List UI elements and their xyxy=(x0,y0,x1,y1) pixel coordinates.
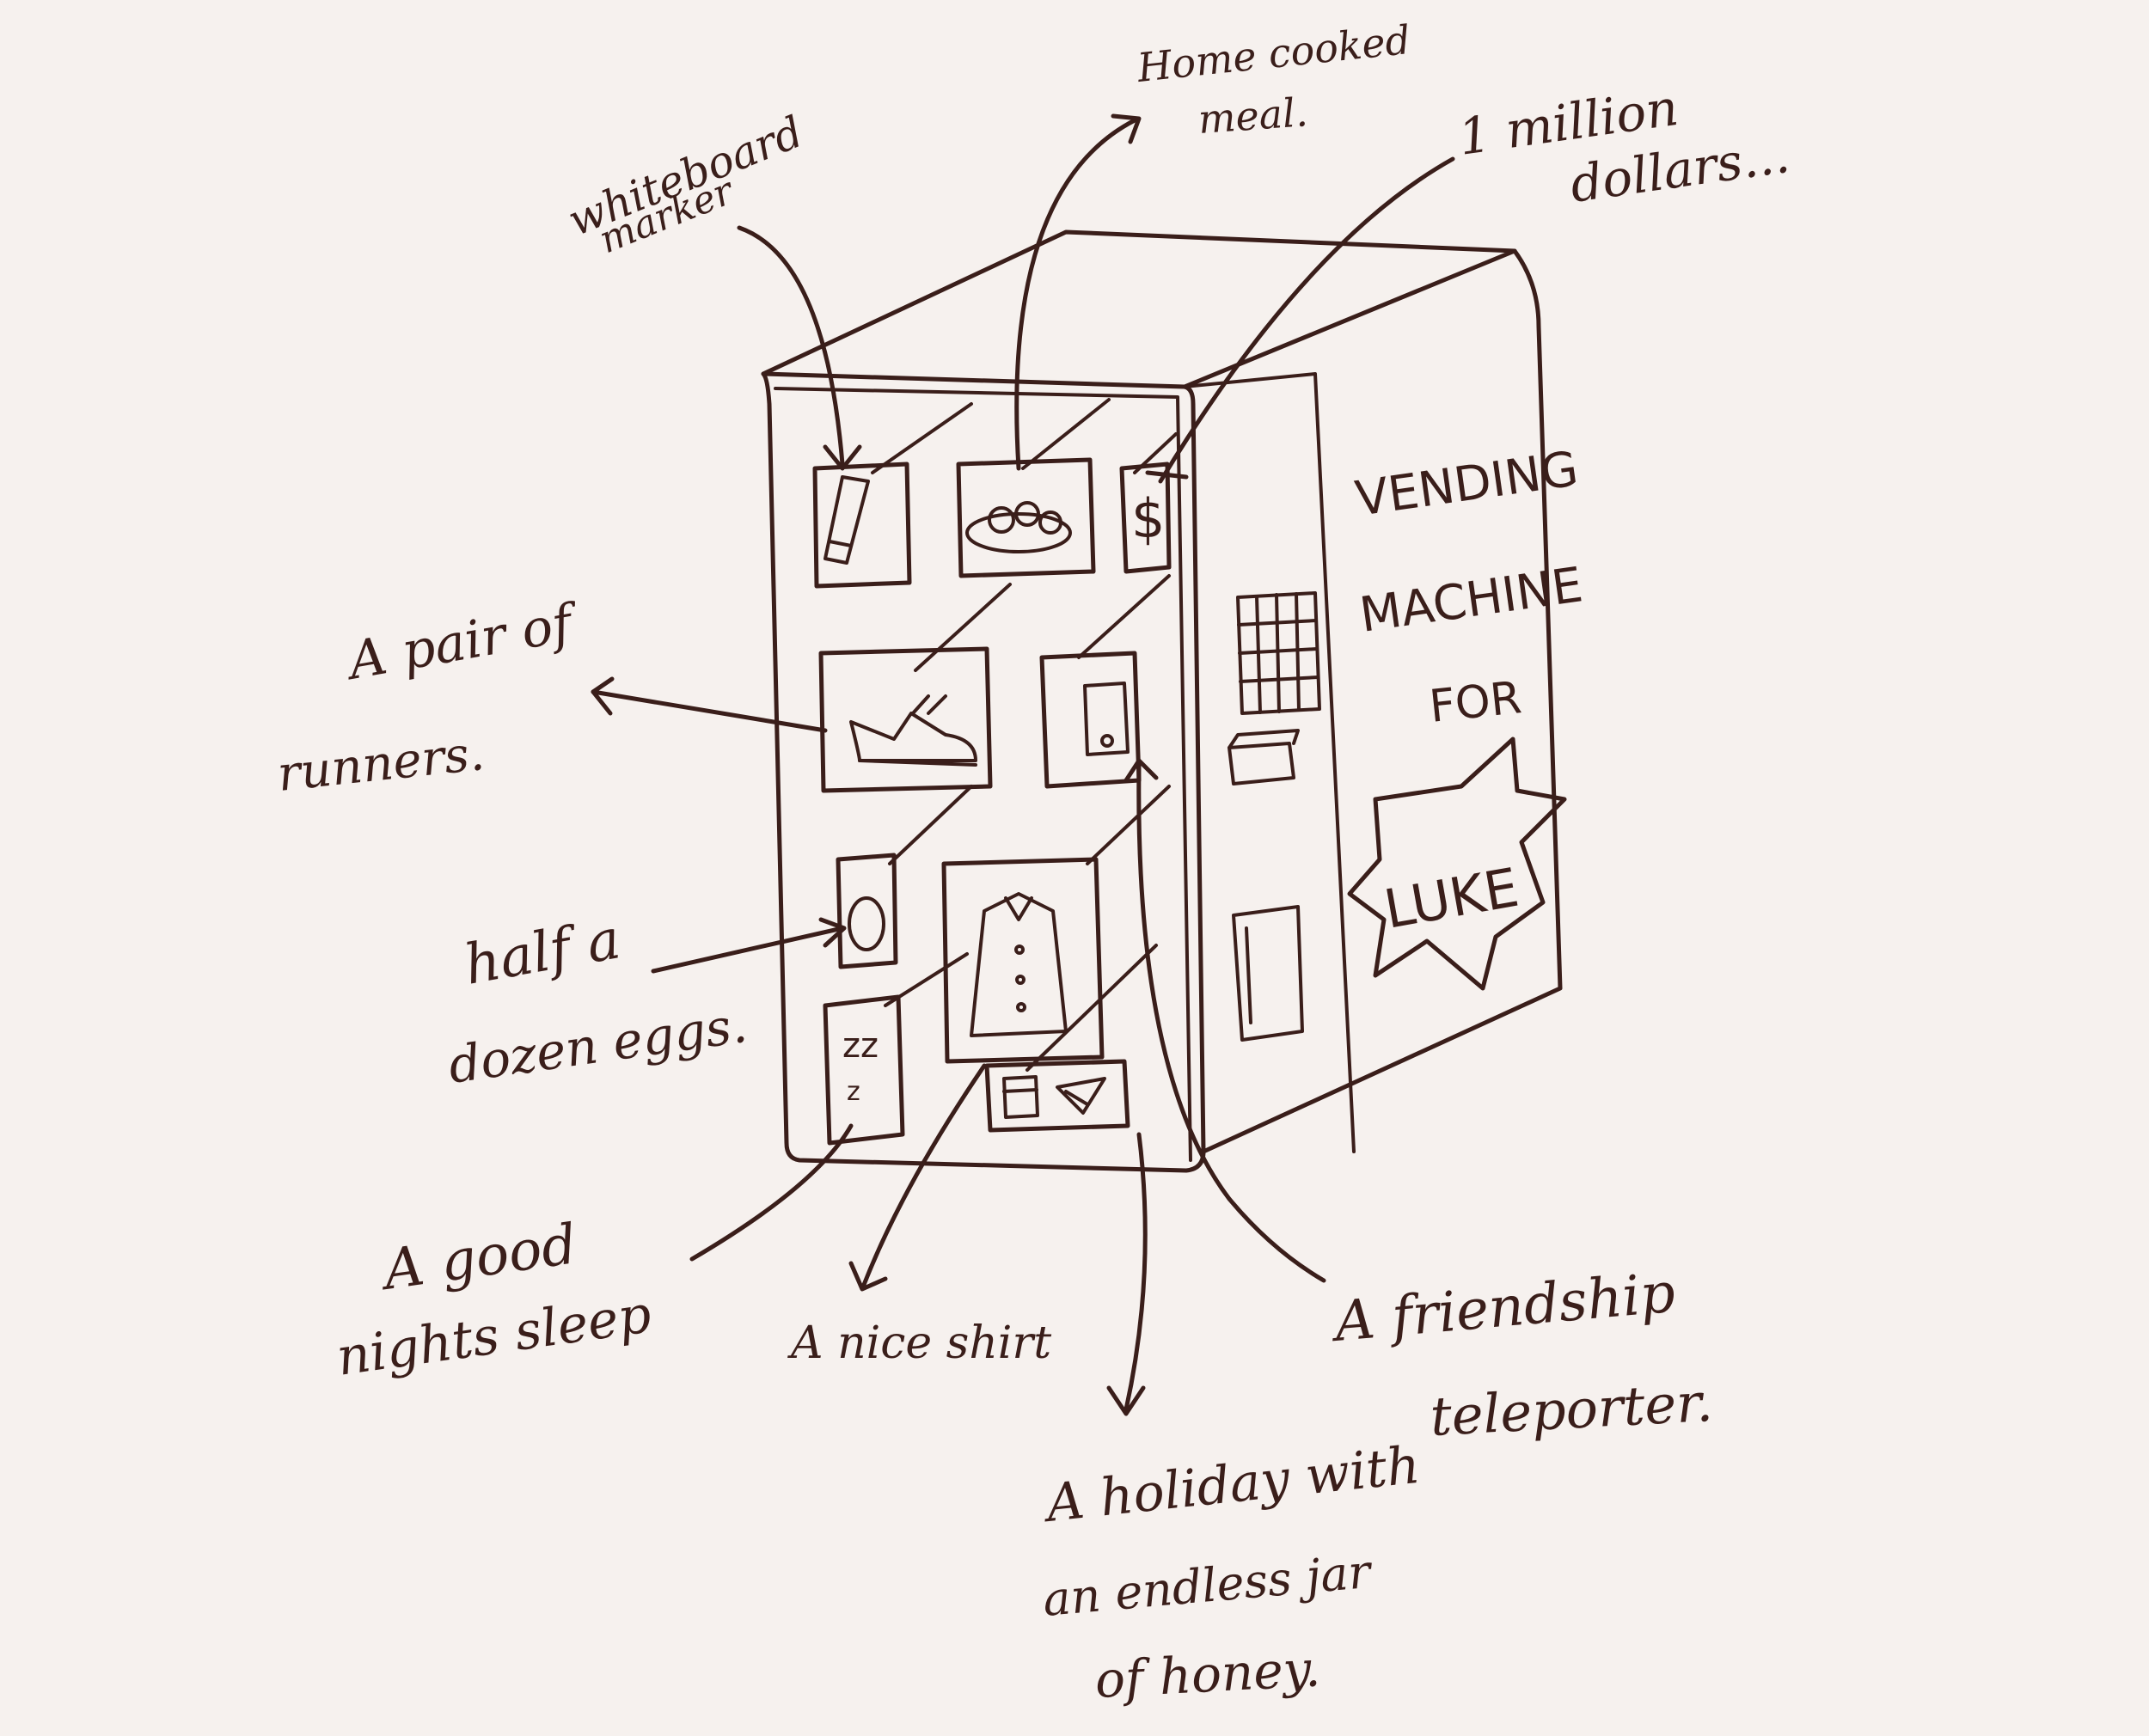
label-teleporter-line-2: teleporter. xyxy=(1429,1371,1714,1448)
label-holiday-line-3: of honey. xyxy=(1093,1639,1321,1709)
machine-body xyxy=(761,229,1563,1173)
label-runners: A pair of runners. xyxy=(275,592,585,803)
label-dollars: 1 million dollars... xyxy=(1454,78,1792,214)
dispense-door xyxy=(1232,905,1304,1042)
label-eggs-line-1: half a xyxy=(460,908,625,997)
item-box-sleep: zz z xyxy=(823,994,905,1146)
label-eggs-line-2: dozen eggs. xyxy=(444,995,750,1095)
front-decor-lines xyxy=(871,398,1178,1072)
label-meal-line-1: Home cooked xyxy=(1135,16,1413,91)
label-marker: whiteboard marker xyxy=(561,107,810,262)
item-box-runners xyxy=(818,646,993,793)
airplane-icon xyxy=(1056,1077,1106,1115)
side-face xyxy=(1201,248,1563,1154)
label-eggs: half a dozen eggs. xyxy=(444,908,750,1095)
meal-plate-icon xyxy=(965,501,1072,553)
keypad xyxy=(1236,591,1321,715)
sneaker-icon xyxy=(849,694,977,767)
label-holiday-line-2: an endless jar xyxy=(1041,1544,1375,1627)
label-holiday-line-1: A holiday with xyxy=(1039,1435,1423,1535)
front-face xyxy=(761,371,1206,1173)
item-box-holiday xyxy=(984,1059,1130,1133)
side-title-line-1: VENDING xyxy=(1352,441,1582,528)
svg-text:z: z xyxy=(847,1077,860,1107)
arrow-shirt xyxy=(861,1063,987,1287)
label-teleporter-line-1: A friendship xyxy=(1328,1262,1678,1355)
label-teleporter: A friendship teleporter. xyxy=(1328,1262,1714,1448)
pointer-arrows xyxy=(591,113,1455,1416)
name-badge: LUKE xyxy=(1347,737,1567,991)
item-box-shirt xyxy=(941,857,1105,1064)
arrow-sleep xyxy=(689,1123,854,1262)
item-box-teleporter xyxy=(1039,651,1142,789)
label-holiday: A holiday with an endless jar of honey. xyxy=(1039,1435,1423,1709)
label-shirt: A nice shirt xyxy=(787,1317,1051,1369)
arrow-marker xyxy=(737,225,845,467)
arrow-runners xyxy=(591,689,828,733)
label-shirt-line-1: A nice shirt xyxy=(787,1317,1051,1369)
side-title-line-3: FOR xyxy=(1427,672,1524,733)
item-box-eggs xyxy=(836,853,898,969)
item-box-dollars: $ xyxy=(1119,462,1172,574)
label-sleep-line-1: A good xyxy=(376,1213,581,1303)
label-meal-line-2: meal. xyxy=(1197,89,1309,143)
side-divider xyxy=(1183,372,1356,1153)
side-title-line-2: MACHINE xyxy=(1356,557,1586,644)
arrow-meal xyxy=(1014,118,1137,471)
arrow-holiday xyxy=(1123,1132,1148,1412)
dollar-icon: $ xyxy=(1131,487,1165,550)
pen-icon xyxy=(823,475,870,565)
label-runners-line-2: runners. xyxy=(275,725,487,803)
arrow-dollars xyxy=(1158,156,1455,484)
top-face xyxy=(761,229,1517,389)
phone-icon xyxy=(1083,682,1130,756)
item-box-marker xyxy=(812,462,912,589)
name-badge-text: LUKE xyxy=(1380,856,1523,941)
zzz-icon: zz xyxy=(842,1026,879,1066)
honey-jar-icon xyxy=(1002,1075,1039,1119)
label-sleep-line-2: nights sleep xyxy=(333,1284,654,1388)
arrow-eggs xyxy=(651,926,845,974)
starburst-shape xyxy=(1347,737,1567,991)
egg-icon xyxy=(848,896,885,951)
front-inner-edge xyxy=(774,387,1192,1162)
label-sleep: A good nights sleep xyxy=(333,1213,654,1388)
item-box-meal xyxy=(956,457,1096,578)
coin-slot xyxy=(1228,729,1300,785)
arrow-teleporter xyxy=(1136,762,1326,1283)
shirt-icon xyxy=(970,892,1068,1037)
label-meal: Home cooked meal. xyxy=(1135,16,1413,143)
label-runners-line-1: A pair of xyxy=(340,592,585,693)
